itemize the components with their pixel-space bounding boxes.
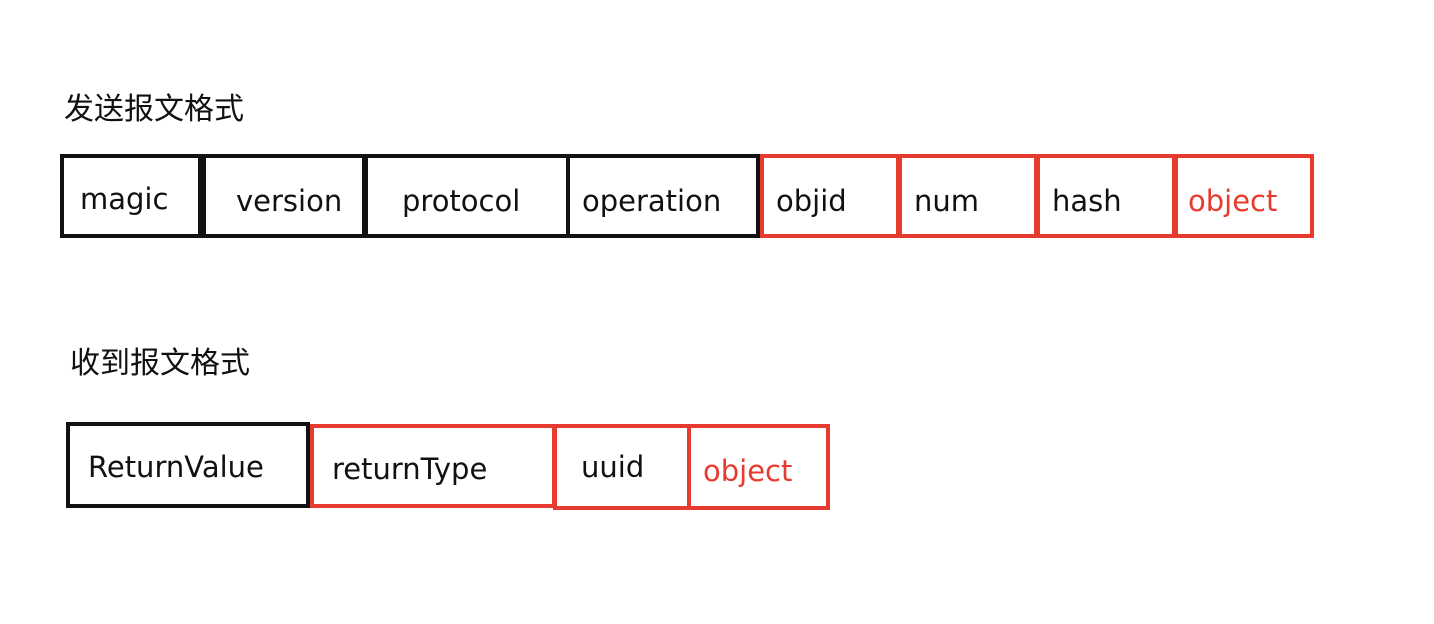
receive-field-returntype-label: returnType [332, 452, 488, 486]
send-field-magic: magic [60, 154, 202, 238]
send-field-objid: objid [760, 154, 900, 238]
receive-field-uuid: uuid [553, 424, 691, 510]
send-field-protocol: protocol [364, 154, 570, 238]
send-field-protocol-label: protocol [402, 184, 521, 218]
send-field-hash-label: hash [1052, 184, 1122, 218]
receive-field-returnvalue-label: ReturnValue [88, 450, 264, 484]
send-field-operation: operation [566, 154, 760, 238]
send-field-version-label: version [236, 184, 343, 218]
receive-format-title: 收到报文格式 [70, 346, 250, 381]
receive-field-returntype: returnType [310, 424, 556, 508]
send-format-title: 发送报文格式 [64, 92, 244, 127]
receive-field-uuid-label: uuid [581, 450, 645, 484]
send-field-magic-label: magic [80, 182, 169, 216]
send-field-num: num [898, 154, 1038, 238]
send-field-num-label: num [914, 184, 980, 218]
receive-field-returnvalue: ReturnValue [66, 422, 310, 508]
send-field-operation-label: operation [582, 184, 722, 218]
send-field-hash: hash [1036, 154, 1176, 238]
receive-field-object-label: object [703, 454, 793, 488]
send-field-objid-label: objid [776, 184, 847, 218]
send-field-object-label: object [1188, 184, 1278, 218]
send-field-version: version [202, 154, 366, 238]
receive-field-object: object [687, 424, 830, 510]
send-field-object: object [1174, 154, 1314, 238]
